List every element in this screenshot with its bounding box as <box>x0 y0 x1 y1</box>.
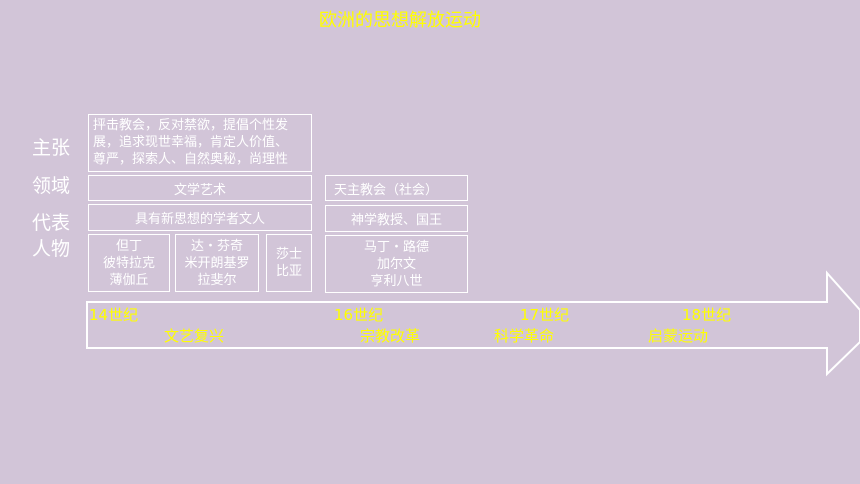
label-representatives: 代表 <box>32 212 71 234</box>
person-name: 莎士 <box>275 247 302 262</box>
century-17: 17世纪 <box>520 306 570 324</box>
claim-line: 展，追求现世幸福，肯定人价值、 <box>93 135 289 150</box>
person-name: 薄伽丘 <box>109 272 149 288</box>
label-claim: 主张 <box>32 137 71 159</box>
movement-scientific-revolution: 科学革命 <box>494 327 555 345</box>
renaissance-people-box-1: 但丁 彼特拉克 薄伽丘 <box>88 234 170 292</box>
century-16: 16世纪 <box>334 306 384 324</box>
movement-renaissance: 文艺复兴 <box>164 327 225 345</box>
renaissance-representatives-box: 具有新思想的学者文人 <box>88 204 312 231</box>
page-title: 欧洲的思想解放运动 <box>319 10 481 31</box>
person-name: 达・芬奇 <box>190 238 243 254</box>
renaissance-claim-box: 抨击教会，反对禁欲，提倡个性发 展，追求现世幸福，肯定人价值、 尊严，探索人、自… <box>88 114 312 172</box>
claim-line: 抨击教会，反对禁欲，提倡个性发 <box>93 118 289 133</box>
century-18: 18世纪 <box>682 306 732 324</box>
movement-reformation: 宗教改革 <box>360 327 421 345</box>
renaissance-people-box-2: 达・芬奇 米开朗基罗 拉斐尔 <box>175 234 259 292</box>
person-name: 但丁 <box>115 238 142 254</box>
renaissance-field-box: 文学艺术 <box>88 175 312 201</box>
person-name: 米开朗基罗 <box>184 255 250 271</box>
renaissance-people-box-3: 莎士 比亚 <box>266 234 312 292</box>
person-name: 加尔文 <box>376 256 416 272</box>
person-name: 彼特拉克 <box>102 255 155 271</box>
person-name: 马丁・路德 <box>363 239 429 255</box>
label-people: 人物 <box>32 238 71 260</box>
label-field: 领域 <box>32 175 71 197</box>
person-name: 比亚 <box>275 264 302 279</box>
movement-enlightenment: 启蒙运动 <box>648 327 709 345</box>
reformation-field-box: 天主教会（社会） <box>325 175 468 201</box>
claim-line: 尊严，探索人、自然奥秘，尚理性 <box>93 152 289 167</box>
century-14: 14世纪 <box>89 306 139 324</box>
reformation-representatives-box: 神学教授、国王 <box>325 205 468 232</box>
person-name: 拉斐尔 <box>197 272 237 288</box>
arrow-outline <box>86 270 860 377</box>
reformation-people-box: 马丁・路德 加尔文 亨利八世 <box>325 235 468 293</box>
person-name: 亨利八世 <box>370 273 423 289</box>
